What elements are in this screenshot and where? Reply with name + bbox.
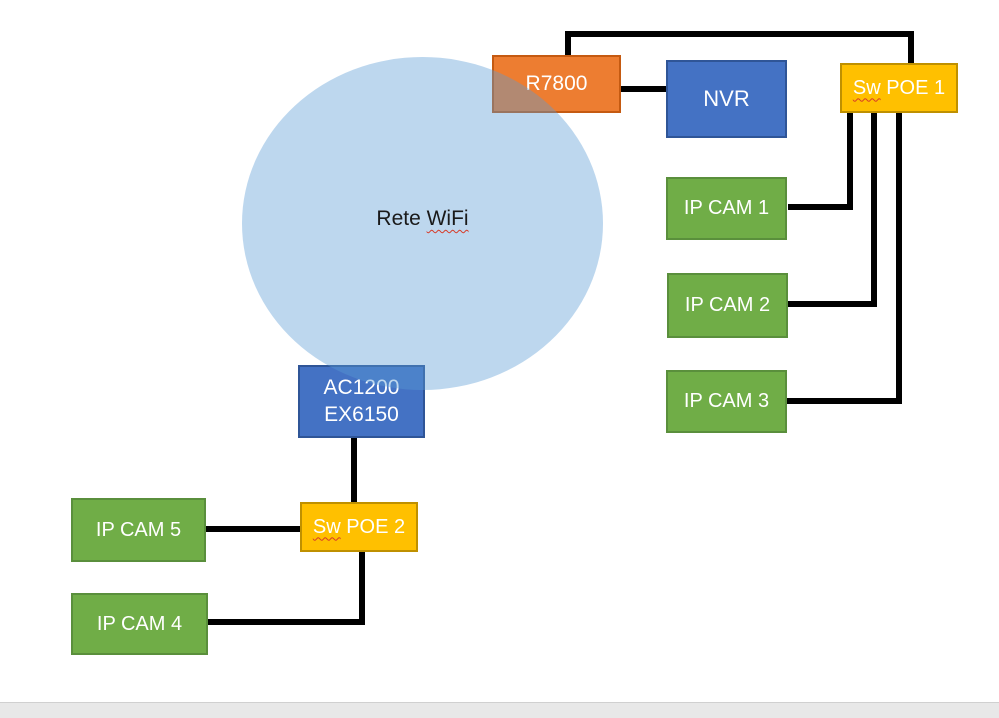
node-r7800[interactable]: R7800 [492, 55, 621, 113]
node-ip-cam-2[interactable]: IP CAM 2 [667, 273, 788, 338]
connector-r7800-swpoe1-horizontal [565, 31, 914, 37]
connector-r7800-nvr [621, 86, 666, 92]
node-ip-cam-1-label: IP CAM 1 [683, 197, 770, 219]
node-ip-cam-2-label: IP CAM 2 [684, 294, 771, 316]
connector-swpoe2-cam4-horizontal [206, 619, 365, 625]
connector-swpoe2-down-vertical [359, 552, 365, 625]
node-sw-poe-1[interactable]: Sw POE 1 [840, 63, 958, 113]
wifi-label: Rete WiFi [376, 207, 469, 230]
node-sw-poe-2[interactable]: Sw POE 2 [300, 502, 418, 552]
node-r7800-label: R7800 [525, 71, 588, 95]
node-sw-poe-1-label: Sw POE 1 [852, 76, 946, 99]
node-ip-cam-5-label: IP CAM 5 [95, 518, 182, 541]
node-ip-cam-5[interactable]: IP CAM 5 [71, 498, 206, 562]
connector-swpoe1-cam1-vertical [847, 112, 853, 210]
node-ip-cam-4[interactable]: IP CAM 4 [71, 593, 208, 655]
connector-swpoe1-cam1-horizontal [788, 204, 853, 210]
node-ip-cam-1[interactable]: IP CAM 1 [666, 177, 787, 240]
connector-ac1200-swpoe2 [351, 438, 357, 504]
node-sw-poe-2-label: Sw POE 2 [312, 515, 406, 538]
connector-swpoe1-cam2-horizontal [788, 301, 877, 307]
connector-swpoe1-cam3-horizontal [787, 398, 902, 404]
node-ip-cam-4-label: IP CAM 4 [96, 612, 183, 635]
connector-swpoe1-cam2-vertical [871, 112, 877, 307]
node-nvr[interactable]: NVR [666, 60, 787, 138]
node-ip-cam-3-label: IP CAM 3 [683, 390, 770, 412]
node-ip-cam-3[interactable]: IP CAM 3 [666, 370, 787, 433]
connector-cam5-swpoe2 [204, 526, 300, 532]
connector-r7800-top-vertical [565, 31, 571, 57]
node-nvr-label: NVR [703, 86, 750, 112]
connector-swpoe1-top-vertical [908, 31, 914, 65]
slide-bottom-edge [0, 702, 999, 718]
connector-swpoe1-cam3-vertical [896, 112, 902, 404]
